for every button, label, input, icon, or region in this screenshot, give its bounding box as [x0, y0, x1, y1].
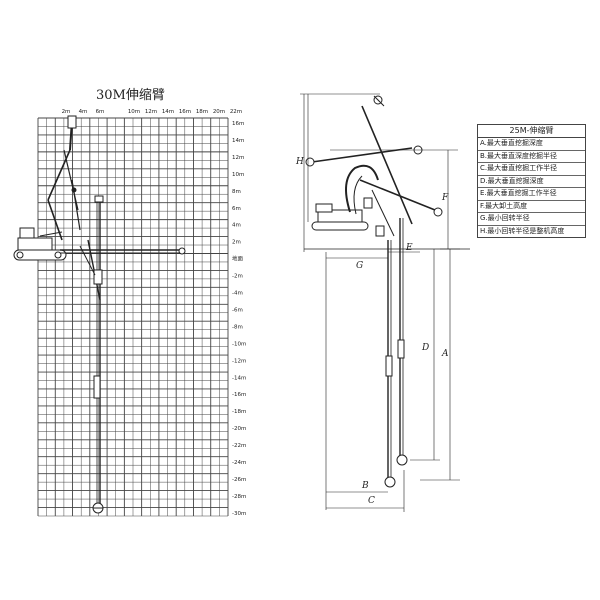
right-tick-label: 2m [232, 240, 241, 246]
dimension-label: H [295, 157, 304, 167]
right-tick-label: -18m [232, 409, 246, 415]
legend-row-a: A.最大垂直挖掘深度 [478, 138, 585, 151]
right-bucket-outer [396, 454, 408, 466]
top-tick-label: 20m [213, 109, 225, 115]
legend-title: 25M-伸缩臂 [478, 125, 585, 138]
legend-row-g: G.最小回转半径 [478, 213, 585, 226]
right-tick-label: -16m [232, 392, 246, 398]
right-tick-label: -10m [232, 341, 246, 347]
legend-row-d: D.最大垂直挖掘深度 [478, 176, 585, 188]
right-tick-label: 10m [232, 172, 244, 178]
right-tick-label: 8m [232, 189, 241, 195]
left-excavator-cab [19, 227, 35, 239]
right-tick-label: -14m [232, 375, 246, 381]
left-excavator-body [17, 237, 53, 251]
right-tick-label: -4m [232, 291, 243, 297]
top-tick-label: 12m [145, 109, 157, 115]
dimension-label: G [356, 261, 363, 271]
right-excavator-track [311, 221, 369, 231]
dimension-label: D [421, 343, 429, 353]
right-tick-label: 4m [232, 223, 241, 229]
right-tick-label: -22m [232, 443, 246, 449]
right-tick-label: -30m [232, 511, 246, 517]
dimension-label: C [368, 496, 375, 506]
legend-row-f: F.最大卸土高度 [478, 201, 585, 213]
right-bucket-inner [384, 476, 396, 488]
dimension-label: B [361, 481, 369, 491]
right-excavator-drawing [300, 93, 470, 512]
right-tick-label: -2m [232, 274, 243, 280]
right-tick-label: -12m [232, 358, 246, 364]
right-tick-label: -8m [232, 324, 243, 330]
right-tick-label: -24m [232, 460, 246, 466]
right-tick-label: 6m [232, 206, 241, 212]
right-tick-label: 14m [232, 138, 244, 144]
dimension-label: E [405, 243, 413, 253]
legend-row-h: H.最小回转半径是整机高度 [480, 226, 565, 235]
legend-row-c: C.最大垂直挖掘工作半径 [478, 163, 585, 176]
top-tick-label: 18m [196, 109, 208, 115]
right-tick-label: 16m [232, 121, 244, 127]
reach-grid [37, 117, 229, 517]
dimension-lines [300, 93, 460, 512]
top-axis-ticks: 2m 4m 6m 10m 12m 14m 16m 18m 20m 22m [62, 109, 243, 115]
right-tick-label: 地面 [232, 255, 244, 263]
left-excavator-track [13, 249, 67, 261]
top-tick-label: 6m [96, 109, 105, 115]
right-tick-label: -6m [232, 307, 243, 313]
top-tick-label: 14m [162, 109, 174, 115]
right-main-boom [345, 164, 379, 213]
right-tick-label: -20m [232, 426, 246, 432]
dimension-label: F [441, 193, 449, 203]
left-diagram-title: 30M伸缩臂 [96, 88, 165, 103]
right-horizontal-arm [311, 147, 413, 163]
legend-row-e: E.最大垂直挖掘工作半径 [478, 188, 585, 201]
right-tick-label: -28m [232, 494, 246, 500]
left-excavator-drawing [13, 115, 186, 514]
legend-table: 25M-伸缩臂 A.最大垂直挖掘深度 B.最大垂直深度挖掘半径 C.最大垂直挖掘… [477, 124, 586, 238]
top-tick-label: 4m [79, 109, 88, 115]
top-tick-label: 2m [62, 109, 71, 115]
top-tick-label: 16m [179, 109, 191, 115]
dimension-labels: H F G E D A BC [295, 157, 449, 506]
dimension-label: A [441, 349, 449, 359]
right-axis-ticks: 16m 14m 12m 10m 8m 6m 4m 2m 地面 -2m -4m -6m -8m -10m -1… [232, 121, 246, 517]
top-tick-label: 22m [230, 109, 242, 115]
right-tick-label: 12m [232, 155, 244, 161]
top-tick-label: 10m [128, 109, 140, 115]
right-diagonal-arm [361, 105, 413, 225]
left-raised-boom [47, 199, 63, 241]
legend-row-b: B.最大垂直深度挖掘半径 [478, 151, 585, 163]
right-tick-label: -26m [232, 477, 246, 483]
